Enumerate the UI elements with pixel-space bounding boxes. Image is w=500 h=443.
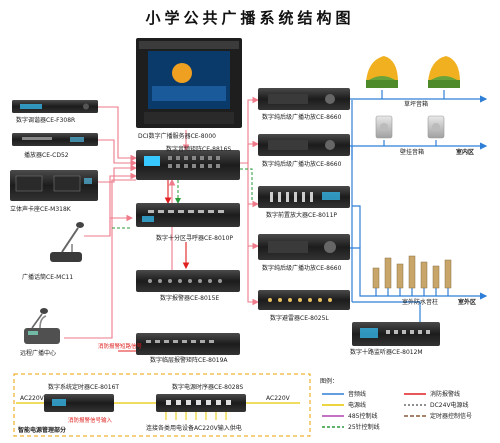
column-label: 室外防水音柱 bbox=[402, 298, 438, 306]
amp2-label: 数字纯后级广播功放CE-8660 bbox=[262, 160, 342, 168]
wall-speaker-1 bbox=[375, 115, 393, 139]
cd-device: 播放器CE-CD52 bbox=[12, 133, 98, 159]
legend-label-dc24: DC24V电源线 bbox=[430, 401, 469, 409]
pager-device: 数字十分区寻呼器CE-8010P bbox=[136, 203, 240, 242]
alarm-device: 数字报警器CE-8015E bbox=[136, 270, 240, 302]
matrix-label: 数字音频矩阵CE-8816S bbox=[166, 145, 231, 153]
wall-label: 壁挂音箱 bbox=[400, 148, 424, 156]
server-label: DCI数字广播服务器CE-8000 bbox=[138, 132, 216, 140]
legend-label-rs485: 485控制线 bbox=[348, 412, 377, 420]
amp3-device: 数字纯后级广播功放CE-8660 bbox=[258, 234, 350, 272]
cd-label: 播放器CE-CD52 bbox=[24, 151, 69, 159]
floor-alarm-label: 数字临层报警矩阵CE-8019A bbox=[150, 356, 228, 364]
monitor-device: 数字十路监听器CE-8012M bbox=[350, 322, 440, 356]
legend-title: 图例： bbox=[320, 377, 338, 385]
amp3-label: 数字纯后级广播功放CE-8660 bbox=[262, 264, 342, 272]
tape-device: 立体声卡座CE-M318K bbox=[10, 170, 98, 213]
tuner-device: 数字调谐器CE-F308R bbox=[12, 100, 98, 124]
power-section: AC220V 数字系统定时器CE-8016T 数字电源时序器CE-8028S A… bbox=[13, 373, 311, 437]
legend-label-fire: 消防报警线 bbox=[430, 390, 460, 398]
legend-label-timer: 定时器控制信号 bbox=[430, 412, 472, 420]
fire-in2-label: 消防报警信号输入 bbox=[68, 416, 113, 424]
power-ctrl-label: 数字系统定时器CE-8016T bbox=[48, 383, 119, 391]
control25-lines bbox=[112, 168, 253, 229]
amp1-label: 数字纯后级广播功放CE-8660 bbox=[262, 113, 342, 121]
remote-mic-device: 远程广播中心 bbox=[20, 308, 60, 357]
mic-device: 广播话筒CE-MC11 bbox=[22, 222, 84, 281]
power-note-label: 连接各类用电设备AC220V输入供电 bbox=[146, 424, 242, 432]
ac-left-label: AC220V bbox=[20, 395, 45, 402]
legend-label-audio: 音频线 bbox=[348, 390, 366, 398]
alarm-label: 数字报警器CE-8015E bbox=[160, 294, 219, 302]
legend-label-control25: 25针控制线 bbox=[348, 423, 380, 431]
power-section-title: 智能电源管理部分 bbox=[18, 426, 66, 434]
server-device: DCI数字广播服务器CE-8000 bbox=[136, 38, 242, 140]
output-lines bbox=[240, 96, 260, 306]
amp2-device: 数字纯后级广播功放CE-8660 bbox=[258, 134, 350, 168]
monitor-label: 数字十路监听器CE-8012M bbox=[350, 348, 423, 356]
mixer-device: 数字避雷器CE-8025L bbox=[258, 290, 350, 322]
power-seq-label: 数字电源时序器CE-8028S bbox=[172, 383, 243, 391]
audio-lines bbox=[64, 106, 190, 339]
speaker-lines bbox=[350, 90, 488, 322]
indoor-zone-label: 室内区 bbox=[456, 148, 474, 156]
column-speakers bbox=[372, 255, 452, 289]
floor-alarm-device: 数字临层报警矩阵CE-8019A bbox=[136, 333, 240, 364]
mixer-label: 数字避雷器CE-8025L bbox=[270, 314, 329, 322]
amp1-device: 数字纯后级广播功放CE-8660 bbox=[258, 88, 350, 121]
tape-label: 立体声卡座CE-M318K bbox=[10, 205, 72, 213]
lawn-speaker-1 bbox=[366, 56, 398, 88]
legend-label-power: 电源线 bbox=[348, 401, 366, 409]
matrix-device: 数字音频矩阵CE-8816S bbox=[136, 145, 240, 180]
fire-in-label: 消防报警短路信号 bbox=[98, 342, 143, 350]
mic-label: 广播话筒CE-MC11 bbox=[22, 273, 73, 281]
ac-right-label: AC220V bbox=[266, 395, 291, 402]
lawn-speaker-2 bbox=[428, 56, 460, 88]
wall-speaker-2 bbox=[427, 115, 445, 139]
preamp-device: 数字前置放大器CE-8011P bbox=[258, 186, 350, 219]
pager-label: 数字十分区寻呼器CE-8010P bbox=[156, 234, 233, 242]
preamp-label: 数字前置放大器CE-8011P bbox=[266, 211, 337, 219]
remote-label: 远程广播中心 bbox=[20, 349, 56, 357]
lawn-label: 草坪音箱 bbox=[404, 100, 428, 108]
page-title: 小学公共广播系统结构图 bbox=[145, 9, 354, 27]
outdoor-zone-label: 室外区 bbox=[458, 298, 476, 306]
tuner-label: 数字调谐器CE-F308R bbox=[16, 116, 75, 124]
